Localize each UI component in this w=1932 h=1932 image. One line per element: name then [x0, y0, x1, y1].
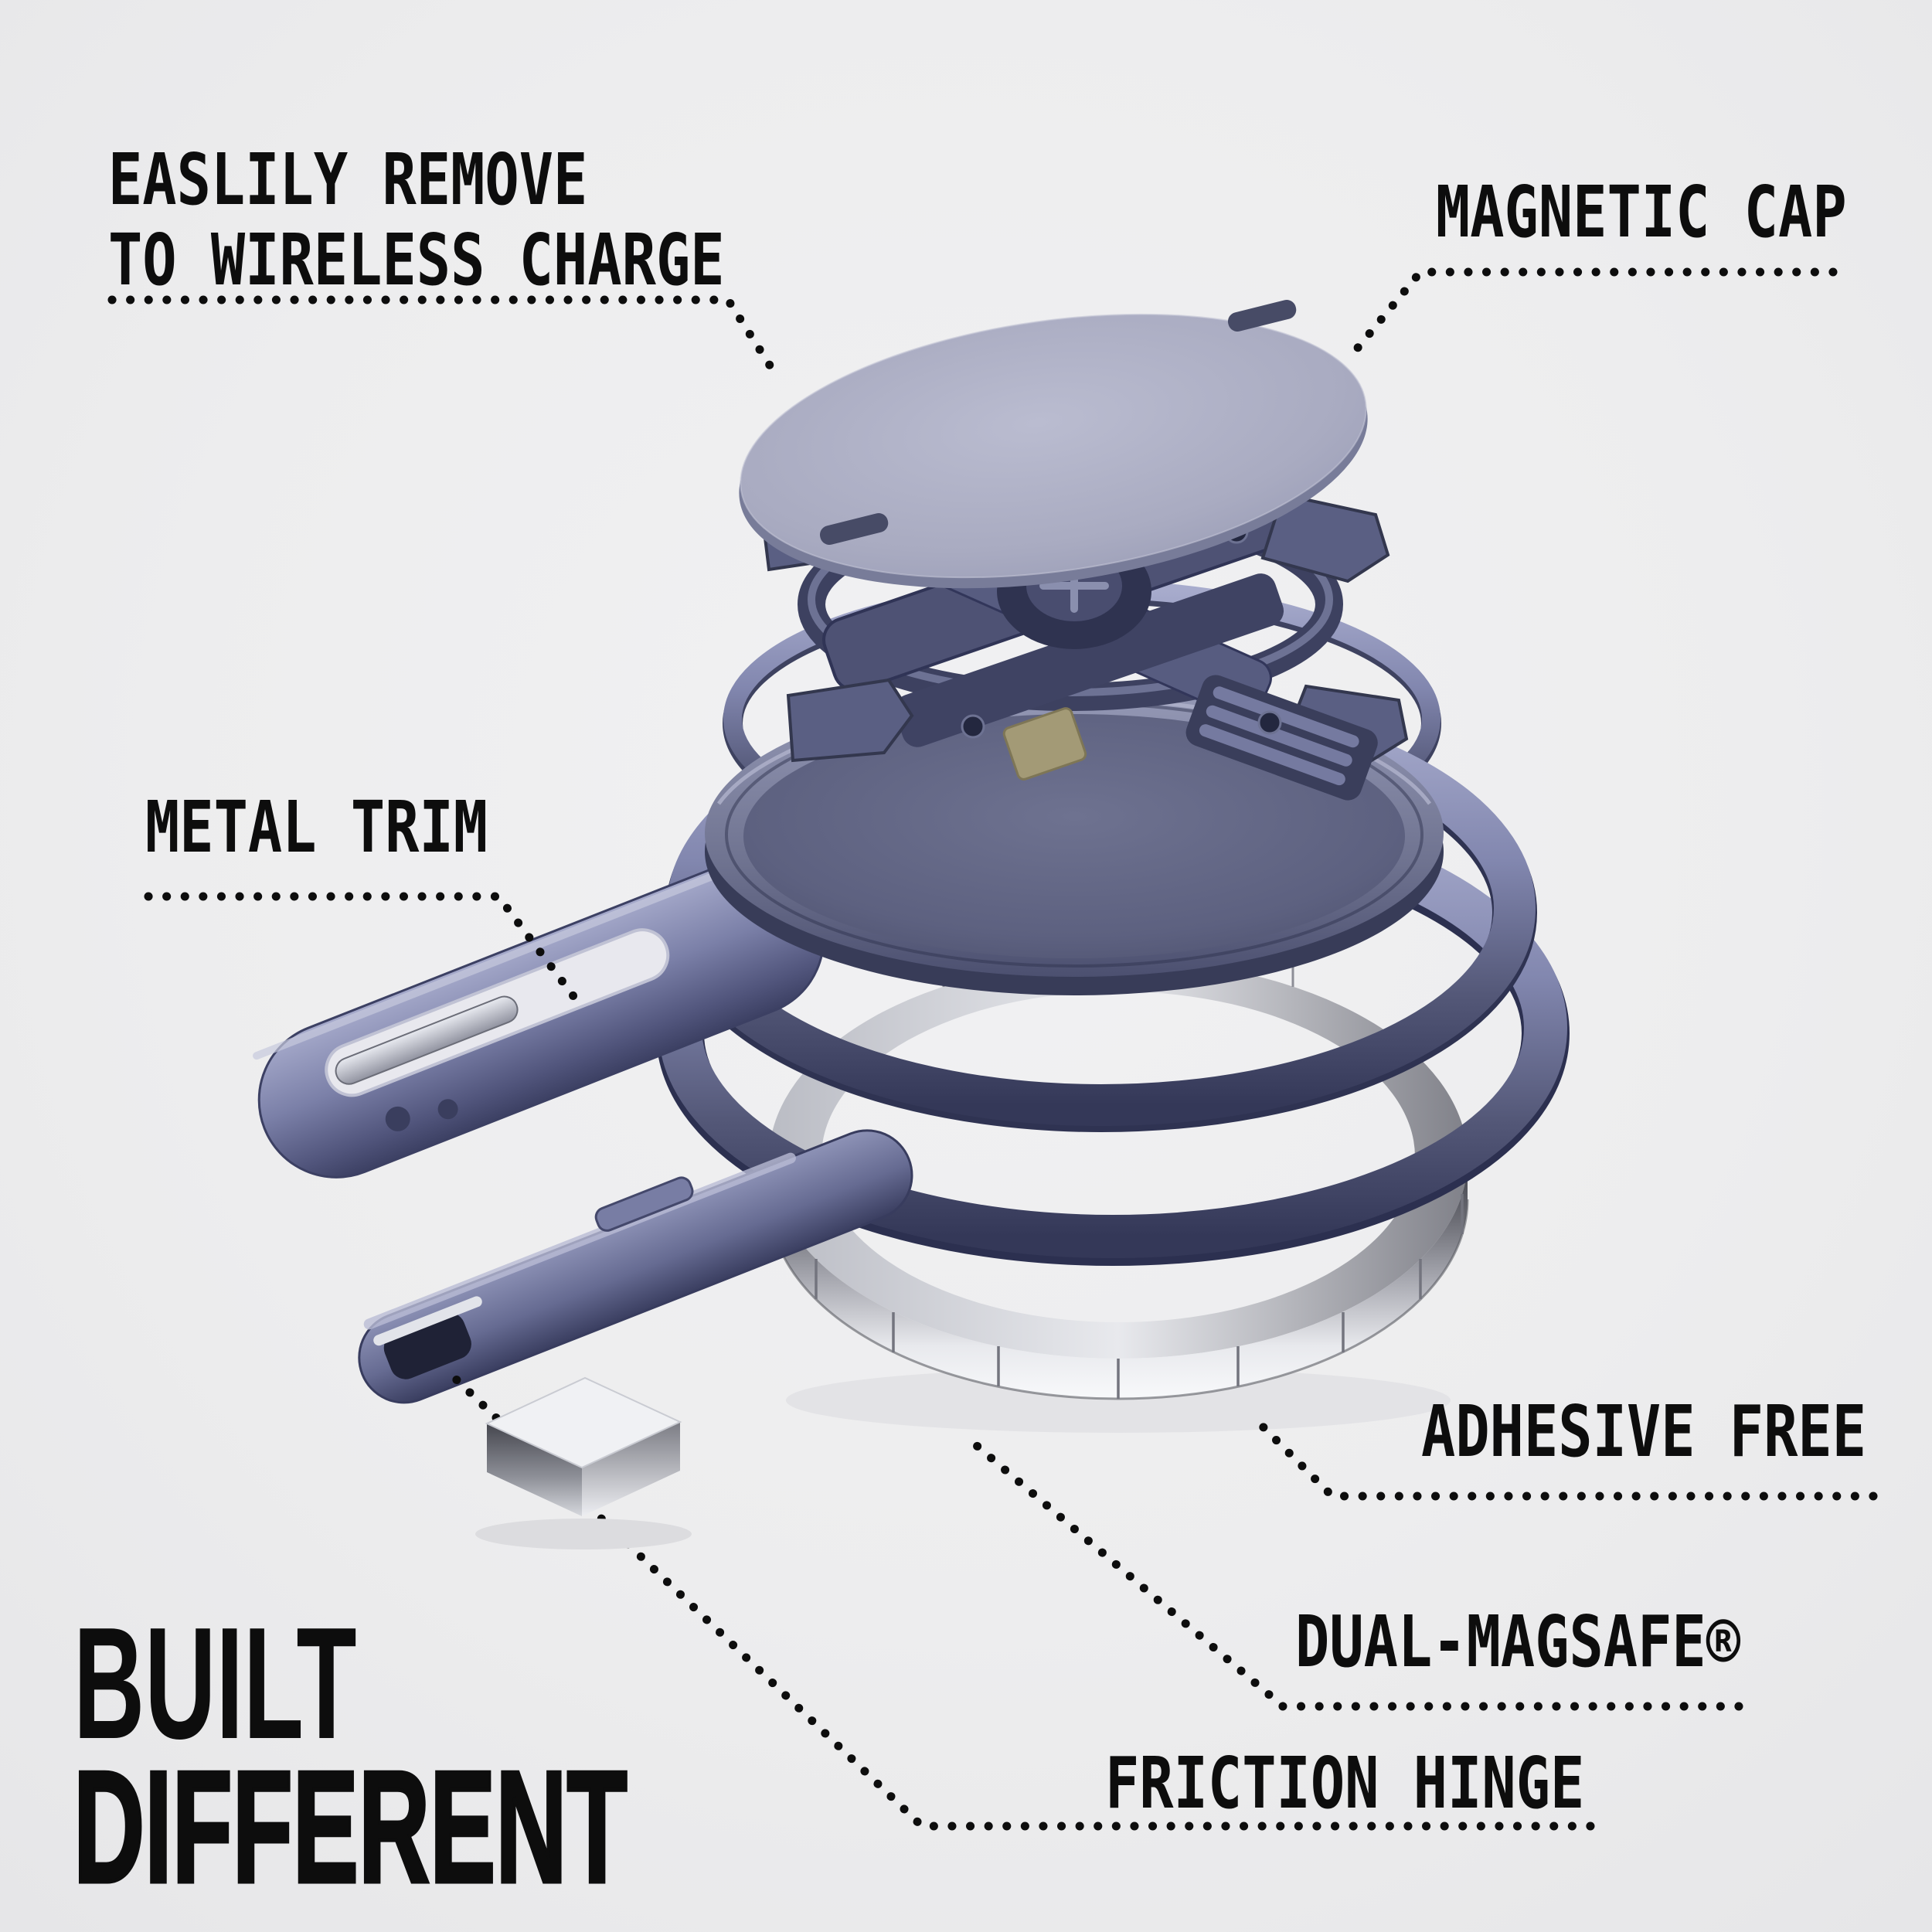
- hinge-hole: [385, 1106, 410, 1131]
- magnetic-cap-part: [739, 300, 1368, 589]
- callout-easily-remove: EASLILY REMOVE TO WIRELESS CHARGE: [108, 140, 879, 301]
- callout-adhesive-free: ADHESIVE FREE: [1310, 1392, 1866, 1472]
- dual-magsafe-leader-line: [971, 1440, 1743, 1711]
- metal-trim-leader-line: [144, 892, 583, 1007]
- callout-metal-trim-label: METAL TRIM: [145, 786, 488, 869]
- magnetic-cap-leader-line: [1349, 267, 1838, 357]
- callout-magnetic-cap-label: MAGNETIC CAP: [1436, 171, 1847, 253]
- magnet-ring-front-band: [769, 1159, 1468, 1399]
- ridged-bracket: [1185, 675, 1378, 801]
- friction-hinge-pin-edge: [373, 1296, 482, 1346]
- headline-line2: DIFFERENT: [72, 1738, 628, 1916]
- cap-slot: [819, 513, 889, 545]
- easily-remove-leader-line: [107, 295, 779, 377]
- callout-easily-remove-line1: EASLILY REMOVE: [108, 138, 588, 221]
- leg-latch-tab: [594, 1176, 694, 1232]
- headline-line1: BUILT: [73, 1594, 357, 1772]
- callout-adhesive-free-label: ADHESIVE FREE: [1420, 1390, 1866, 1473]
- hinge-pin: [335, 995, 519, 1085]
- callout-friction-hinge: FRICTION HINGE: [1105, 1743, 1704, 1824]
- headline: BUILT DIFFERENT: [72, 1594, 967, 1916]
- callout-friction-hinge-label: FRICTION HINGE: [1105, 1742, 1585, 1825]
- magnet-bar: [475, 1376, 692, 1549]
- hinge-hole: [437, 1099, 458, 1120]
- friction-hinge-leader-line: [444, 1368, 1595, 1831]
- callout-dual-magsafe-label: DUAL-MAGSAFE®: [1294, 1600, 1740, 1683]
- magnet-ring-segment-lines: [773, 1194, 1464, 1399]
- cap-slot: [1227, 300, 1297, 332]
- adhesive-free-leader-line: [1255, 1419, 1878, 1501]
- trim-upper-arm: [253, 856, 825, 1179]
- callout-easily-remove-line2: TO WIRELESS CHARGE: [108, 219, 725, 301]
- ground-shadow: [786, 1368, 1451, 1433]
- leader-lines: [107, 267, 1878, 1831]
- callout-dual-magsafe: DUAL-MAGSAFE®: [1184, 1602, 1740, 1682]
- brass-spacer: [1002, 707, 1087, 781]
- kickstand-leg: [358, 1129, 913, 1404]
- callout-metal-trim: METAL TRIM: [145, 787, 573, 868]
- callout-magnetic-cap: MAGNETIC CAP: [1333, 172, 1847, 253]
